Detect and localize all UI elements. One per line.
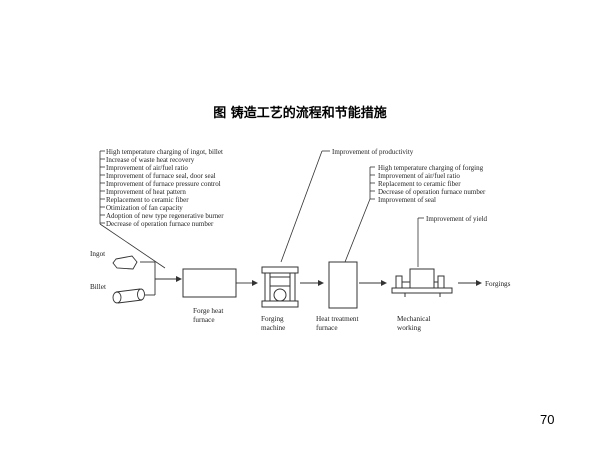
forging-measure-leader [280,150,323,263]
furnace-measure-item: Replacement to ceramic fiber [106,196,189,204]
furnace-measures-text: High temperature charging of ingot, bill… [106,148,224,228]
furnace-measure-item: Improvement of furnace pressure control [106,180,221,188]
flow-arrow [359,280,387,286]
heat-measure-item: High temperature charging of forging [378,164,484,172]
forging-machine-label-line2: machine [261,324,285,332]
heat-measure-item: Replacement to ceramic fiber [378,180,461,188]
furnace-measures-list [99,150,166,269]
heat-measure-item: Improvement of seal [378,196,436,204]
heat-treatment-measures-list [344,166,375,263]
page-number: 70 [540,412,555,427]
flow-arrow [236,280,258,286]
forgings-output-label: Forgings [485,280,511,288]
forging-measure [280,150,330,263]
billet-label: Billet [90,283,106,291]
forging-machine-icon [261,266,299,308]
flow-arrow [300,280,324,286]
mechanical-working-icon [391,268,453,297]
furnace-measure-item: High temperature charging of ingot, bill… [106,148,223,156]
forging-measure-text: Improvement of productivity [332,148,414,156]
heat-treatment-label-line1: Heat treatment [316,315,359,323]
heat-measures-leader [344,198,371,263]
heat-treatment-measures-text: High temperature charging of forging Imp… [378,164,486,204]
ingot-shape [112,255,138,270]
furnace-measure-item: Improvement of air/fuel ratio [106,164,188,172]
slide-title: 图 铸造工艺的流程和节能措施 [213,106,387,121]
mechanical-label-line2: working [397,324,421,332]
furnace-measures-leader [99,223,166,269]
machining-measure-text: Improvement of yield [426,215,488,223]
furnace-measure-item: Otimization of fan capacity [106,204,183,212]
forge-furnace-label-line1: Forge heat [193,307,223,315]
heat-treatment-furnace-box [328,261,358,309]
flow-arrow [458,280,482,286]
forge-heat-furnace-box [182,268,237,298]
input-flow-lines [140,261,182,296]
furnace-measure-item: Adoption of new type regenerative burner [106,212,224,220]
machining-measure [417,217,424,267]
heat-treatment-label-line2: furnace [316,324,338,332]
furnace-measure-item: Increase of waste heat recovery [106,156,195,164]
furnace-measure-item: Decrease of operation furnace number [106,220,214,228]
ingot-label: Ingot [90,250,105,258]
furnace-measure-item: Improvement of furnace seal, door seal [106,172,216,180]
forge-furnace-label-line2: furnace [193,316,215,324]
mechanical-label-line1: Mechanical [397,315,431,323]
heat-measure-item: Improvement of air/fuel ratio [378,172,460,180]
forging-machine-label-line1: Forging [261,315,284,323]
furnace-measure-item: Improvement of heat pattern [106,188,186,196]
billet-shape [112,288,145,304]
heat-measure-item: Decrease of operation furnace number [378,188,486,196]
